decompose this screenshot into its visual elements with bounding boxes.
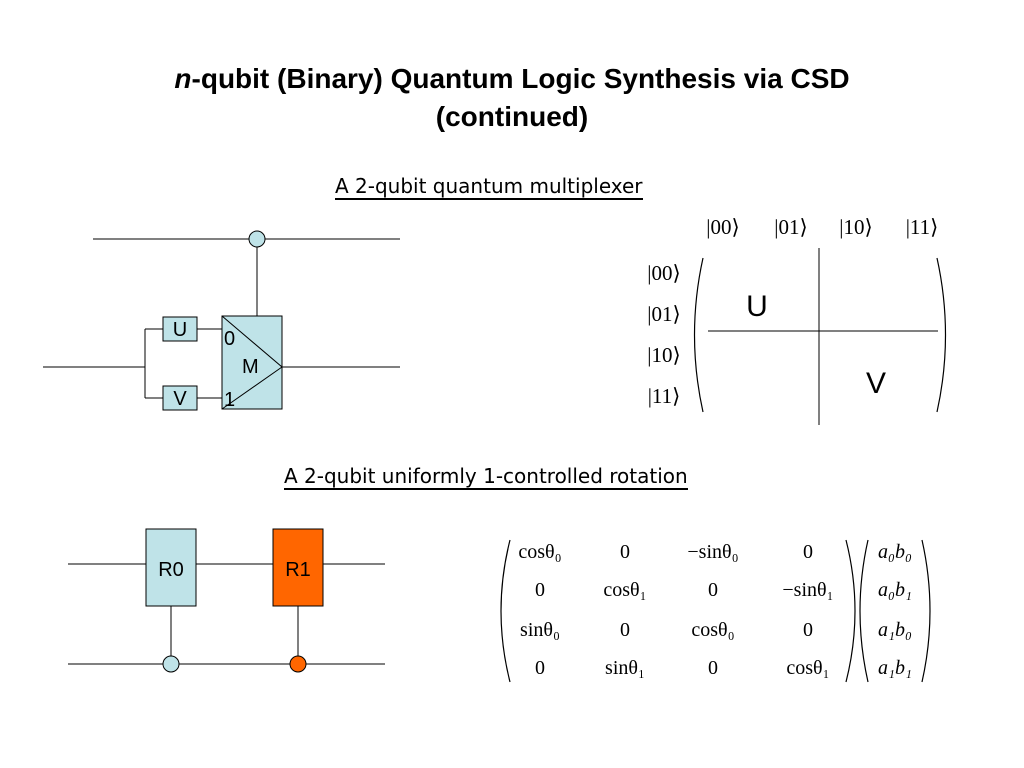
matrix-cell: cosθ₀ bbox=[518, 541, 561, 563]
mux-label: M bbox=[242, 356, 259, 378]
mux-input-0: 0 bbox=[224, 328, 235, 350]
row-kets: |00⟩ |01⟩ |10⟩ |11⟩ bbox=[647, 261, 680, 408]
gate-v-box bbox=[162, 385, 198, 411]
r0-control-dot bbox=[162, 655, 180, 673]
vector-right-bracket bbox=[921, 539, 931, 683]
matrix-cell: 0 bbox=[620, 619, 630, 641]
block-v-label: V bbox=[866, 367, 886, 400]
matrix-cell: 0 bbox=[620, 541, 630, 563]
vector-entry: a₀b₀ bbox=[878, 541, 912, 563]
gate-u-label: U bbox=[173, 319, 187, 341]
multiplexer-circuit bbox=[43, 238, 400, 399]
gate-r1-box bbox=[272, 528, 324, 607]
mux-input-1: 1 bbox=[224, 389, 235, 411]
gate-r0-label: R0 bbox=[158, 559, 184, 581]
matrix-cell: cosθ₀ bbox=[691, 619, 734, 641]
row-ket: |00⟩ bbox=[647, 261, 680, 285]
rotation-matrix-right-bracket bbox=[845, 539, 856, 683]
gate-u-box bbox=[162, 316, 198, 342]
matrix-cell: cosθ₁ bbox=[786, 657, 829, 679]
vector-left-bracket bbox=[859, 539, 869, 683]
rotation-matrix-cells: cosθ₀ 0 −sinθ₀ 0 0 cosθ₁ 0 −sinθ₁ sinθ₀ … bbox=[518, 541, 833, 679]
gate-r1-label: R1 bbox=[285, 559, 311, 581]
title-line-2: (continued) bbox=[435, 101, 589, 132]
matrix-cell: 0 bbox=[803, 541, 813, 563]
matrix-cell: −sinθ₀ bbox=[687, 541, 738, 563]
vector-entry: a₁b₁ bbox=[878, 657, 912, 679]
row-ket: |10⟩ bbox=[647, 343, 680, 367]
rotation-matrix-left-bracket bbox=[500, 539, 511, 683]
matrix-cell: 0 bbox=[803, 619, 813, 641]
matrix-cell: sinθ₀ bbox=[520, 619, 560, 641]
col-ket: |00⟩ bbox=[706, 215, 739, 239]
matrix-cell: 0 bbox=[708, 579, 718, 601]
title-main-text: -qubit (Binary) Quantum Logic Synthesis … bbox=[191, 63, 850, 94]
col-ket: |10⟩ bbox=[839, 215, 872, 239]
col-ket: |11⟩ bbox=[906, 215, 939, 239]
vector-entry: a₁b₀ bbox=[878, 619, 912, 641]
matrix-cell: 0 bbox=[708, 657, 718, 679]
mux-box bbox=[221, 315, 283, 410]
row-ket: |01⟩ bbox=[647, 302, 680, 326]
r1-control-dot bbox=[289, 655, 307, 673]
col-ket: |01⟩ bbox=[774, 215, 807, 239]
matrix-cell: cosθ₁ bbox=[603, 579, 646, 601]
mux-triangle bbox=[221, 315, 283, 410]
gate-v-label: V bbox=[173, 388, 187, 410]
matrix-left-bracket bbox=[693, 257, 704, 413]
matrix-cell: 0 bbox=[535, 657, 545, 679]
amplitude-vector: a₀b₀ a₀b₁ a₁b₀ a₁b₁ bbox=[878, 541, 912, 679]
vector-entry: a₀b₁ bbox=[878, 579, 912, 601]
rotation-heading: A 2-qubit uniformly 1-controlled rotatio… bbox=[284, 464, 688, 490]
column-kets: |00⟩ |01⟩ |10⟩ |11⟩ bbox=[706, 215, 938, 239]
title-italic-n: n bbox=[174, 63, 192, 94]
matrix-cell: sinθ₁ bbox=[605, 657, 645, 679]
slide-title: n-qubit (Binary) Quantum Logic Synthesis… bbox=[62, 60, 962, 136]
multiplexer-heading: A 2-qubit quantum multiplexer bbox=[335, 174, 643, 200]
rotation-circuit bbox=[68, 563, 385, 665]
matrix-cell: 0 bbox=[535, 579, 545, 601]
gate-r0-box bbox=[145, 528, 197, 607]
row-ket: |11⟩ bbox=[648, 384, 681, 408]
matrix-right-bracket bbox=[936, 257, 947, 413]
matrix-cell: −sinθ₁ bbox=[782, 579, 833, 601]
mux-control-dot bbox=[248, 230, 266, 248]
block-u-label: U bbox=[746, 290, 768, 323]
